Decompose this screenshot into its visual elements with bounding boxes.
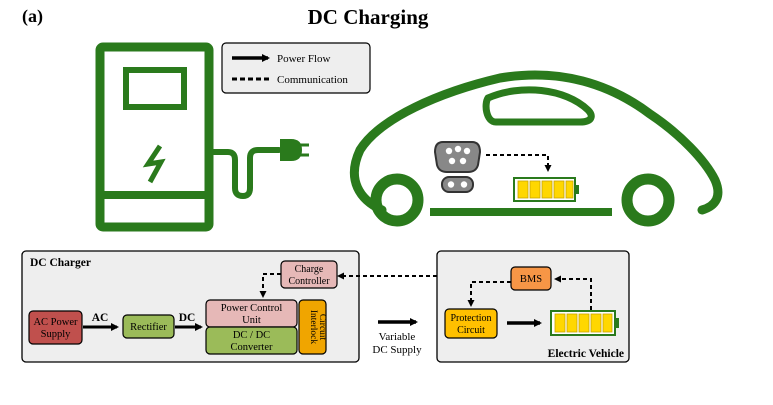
charge-controller-label-line2: Controller	[288, 276, 330, 287]
rectifier-block: Rectifier	[122, 314, 175, 339]
rectifier-label: Rectifier	[130, 322, 167, 333]
legend-power-flow: Power Flow	[277, 53, 331, 65]
ac-power-supply-label-line2: Supply	[41, 329, 72, 340]
interlock-circuit-block: Interlock Circuit	[298, 299, 327, 355]
protection-circuit-block: Protection Circuit	[444, 308, 498, 339]
protection-circuit-label-line1: Protection	[450, 313, 491, 324]
dc-label: DC	[179, 312, 196, 324]
ac-power-supply-block: AC Power Supply	[28, 310, 83, 345]
ac-power-supply-label-line1: AC Power	[33, 317, 78, 328]
diagram-title: DC Charging	[308, 5, 429, 29]
bms-label: BMS	[520, 274, 542, 285]
electric-vehicle-panel: Electric Vehicle BMS Protection Circuit	[436, 250, 630, 363]
protection-circuit-label-line2: Circuit	[457, 325, 485, 336]
legend-communication: Communication	[277, 74, 348, 86]
dcdc-converter-block: DC / DC Converter	[205, 326, 298, 355]
charge-controller-label-line1: Charge	[295, 264, 324, 275]
charge-controller-block: Charge Controller	[280, 260, 338, 289]
dc-charger-title: DC Charger	[30, 257, 91, 269]
interlock-circuit-label-line2: Circuit	[317, 314, 327, 341]
ac-label: AC	[92, 312, 109, 324]
legend: Power Flow Communication	[221, 42, 371, 94]
ev-battery-icon	[550, 310, 619, 336]
interlock-circuit-label-line1: Interlock	[308, 310, 318, 345]
supply-label-line1: Variable	[379, 331, 416, 343]
charging-port-icon	[433, 141, 482, 193]
panel-label: (a)	[22, 6, 43, 27]
dc-charger-panel: DC Charger AC Power Supply AC Rectifier …	[21, 250, 360, 363]
dcdc-converter-label-line1: DC / DC	[233, 330, 270, 341]
supply-label-line2: DC Supply	[372, 344, 422, 356]
charging-station-icon	[95, 42, 309, 232]
power-control-unit-label-line2: Unit	[242, 315, 261, 326]
bms-block: BMS	[510, 266, 552, 291]
power-control-unit-label-line1: Power Control	[221, 303, 283, 314]
dcdc-converter-label-line2: Converter	[231, 342, 273, 353]
electric-car-icon	[349, 70, 723, 227]
power-control-unit-block: Power Control Unit	[205, 299, 298, 328]
car-battery-icon	[513, 177, 579, 202]
electric-vehicle-title: Electric Vehicle	[548, 348, 624, 360]
